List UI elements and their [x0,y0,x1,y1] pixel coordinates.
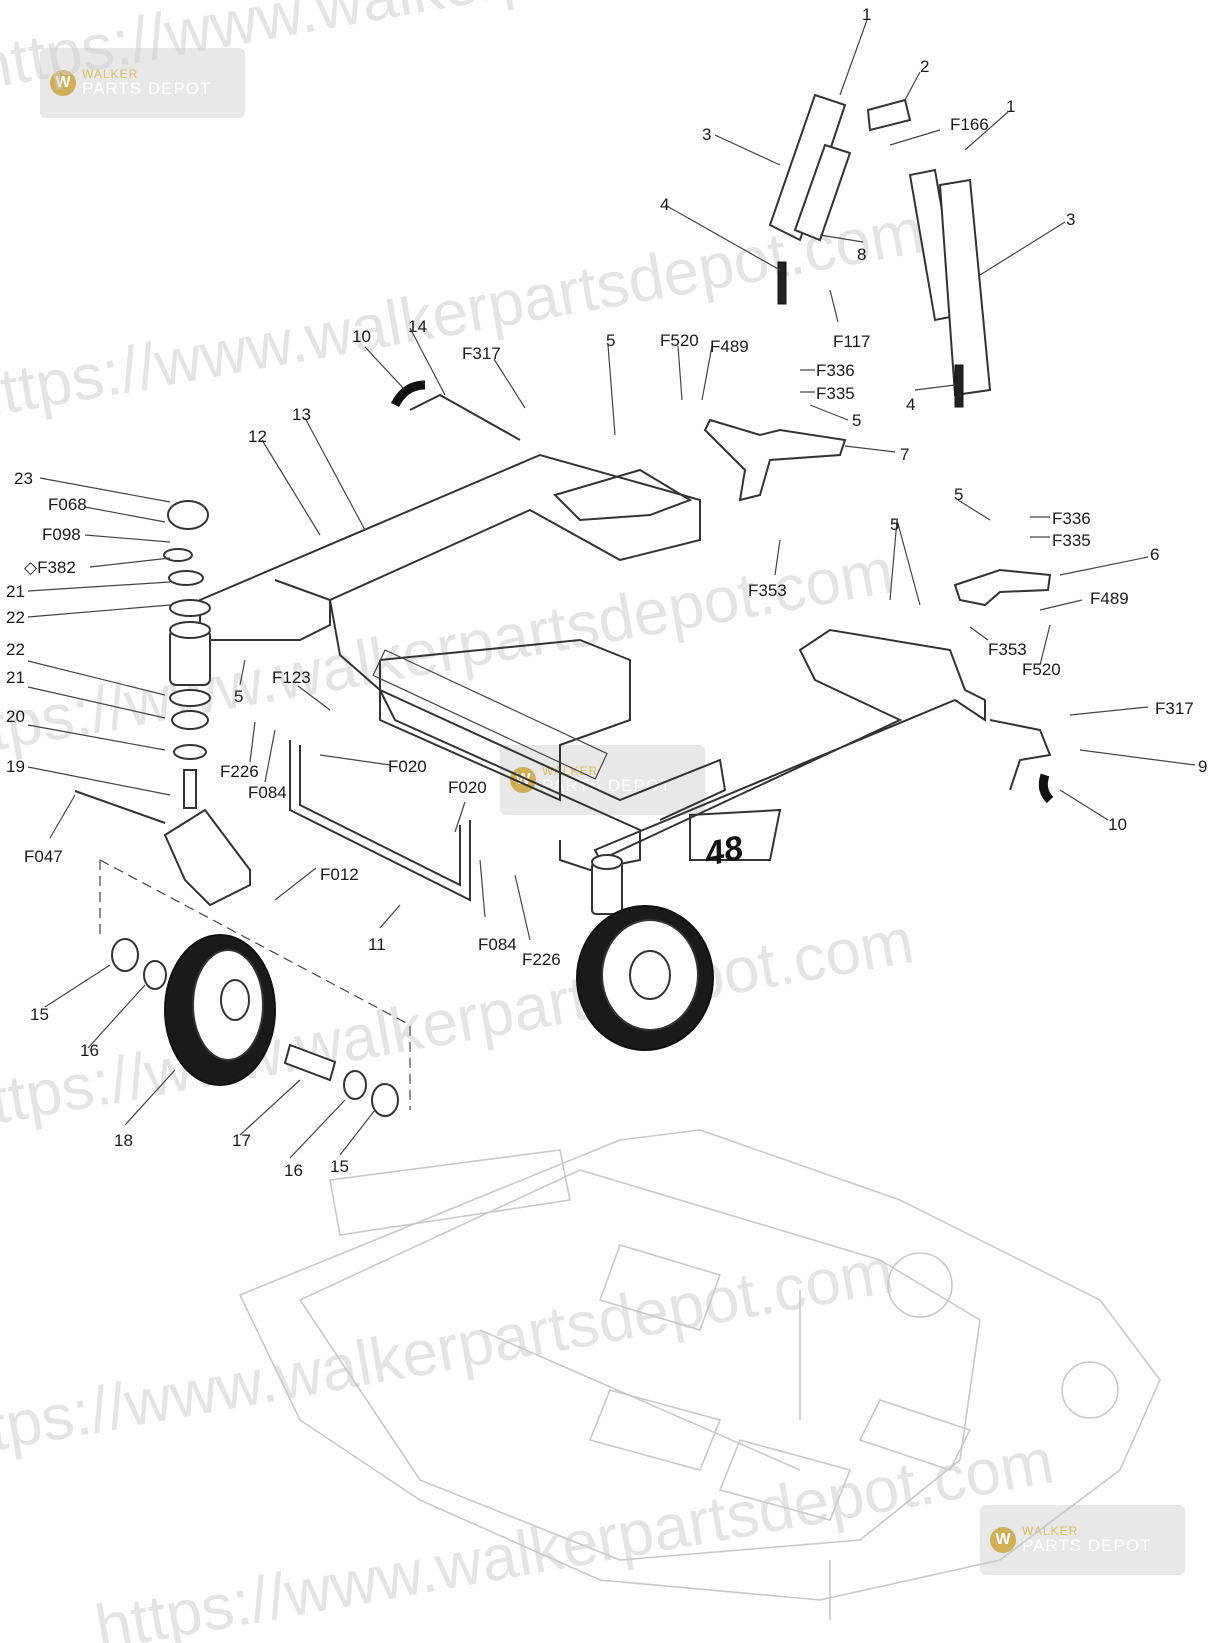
callout-F353a: F353 [748,581,787,600]
callout-F335a: F335 [816,384,855,403]
callout-F123: F123 [272,668,311,687]
callout-17: 17 [232,1131,251,1150]
left-caster-stack [74,500,251,907]
callout-5e: 5 [890,515,899,534]
callout-F520b: F520 [1022,660,1061,679]
callout-16b: 16 [284,1161,303,1180]
callout-F047: F047 [24,847,63,866]
callout-F226b: F226 [522,950,561,969]
callout-22a: 22 [6,608,25,627]
callout-labels: 1 2 F166 1 3 3 4 8 F117 4 10 14 F317 5 F… [6,5,1207,1180]
callout-F020b: F020 [448,778,487,797]
callout-19: 19 [6,757,25,776]
callout-14: 14 [408,317,427,336]
callout-F520a: F520 [660,331,699,350]
callout-7: 7 [900,445,909,464]
callout-5b: 5 [852,411,861,430]
callout-15b: 15 [330,1157,349,1176]
main-frame: 48 [199,453,986,874]
callout-15a: 15 [30,1005,49,1024]
walker-logo-icon: W [50,70,76,96]
callout-6: 6 [1150,545,1159,564]
callout-5d: 5 [954,485,963,504]
callout-1a: 1 [862,5,871,24]
callout-1b: 1 [1006,97,1015,116]
lift-bracket [289,740,471,902]
callout-F226a: F226 [220,762,259,781]
callout-3b: 3 [1066,210,1075,229]
svg-text:https://www.walkerpartsdepot.c: https://www.walkerpartsdepot.com [0,904,919,1144]
callout-F117: F117 [833,332,871,351]
left-wheel-exploded [99,859,411,1117]
svg-text:https://www.walkerpartsdepot.c: https://www.walkerpartsdepot.com [0,1234,899,1474]
leader-lines [27,19,1196,1159]
callout-10b: 10 [1108,815,1127,834]
badge-brand-top: WALKER [82,66,139,81]
callout-11: 11 [368,935,386,954]
callout-12: 12 [248,427,267,446]
callout-F068: F068 [48,495,87,514]
callout-23: 23 [14,469,33,488]
badge-brand-bottom: PARTS DEPOT [1022,1536,1152,1556]
callout-F098: F098 [42,525,81,544]
callout-9: 9 [1198,757,1207,776]
badge-brand-bottom: PARTS DEPOT [542,776,672,796]
callout-F317a: F317 [462,344,501,363]
callout-21a: 21 [6,582,25,601]
callout-F020a: F020 [388,757,427,776]
deck-number-label: 48 [701,829,747,874]
spring-assembly [390,93,1054,804]
callout-16a: 16 [80,1041,99,1060]
callout-13: 13 [292,405,311,424]
callout-F382: ◇F382 [24,558,76,577]
callout-21b: 21 [6,668,25,687]
callout-F335b: F335 [1052,531,1091,550]
callout-F336a: F336 [816,361,855,380]
svg-text:https://www.walkerpartsdepot.c: https://www.walkerpartsdepot.com [0,0,939,104]
callout-22b: 22 [6,640,25,659]
callout-5a: 5 [606,331,615,350]
callout-4a: 4 [660,195,669,214]
callout-F489a: F489 [710,337,749,356]
callout-10a: 10 [352,327,371,346]
callout-F084a: F084 [248,783,287,802]
callout-F489b: F489 [1090,589,1129,608]
badge-brand-bottom: PARTS DEPOT [82,79,212,99]
callout-5c: 5 [234,687,243,706]
mower-deck-outline [238,1129,1161,1620]
walker-logo-icon: W [990,1527,1016,1553]
callout-4b: 4 [906,395,915,414]
callout-F336b: F336 [1052,509,1091,528]
callout-20: 20 [6,707,25,726]
callout-18: 18 [114,1131,133,1150]
callout-2: 2 [920,57,929,76]
callout-F084b: F084 [478,935,517,954]
right-caster-wheel [576,854,714,1051]
callout-3a: 3 [702,125,711,144]
callout-F317b: F317 [1155,699,1194,718]
callout-F353b: F353 [988,640,1027,659]
callout-F012: F012 [320,865,359,884]
callout-8: 8 [857,245,866,264]
callout-F166: F166 [950,115,989,134]
